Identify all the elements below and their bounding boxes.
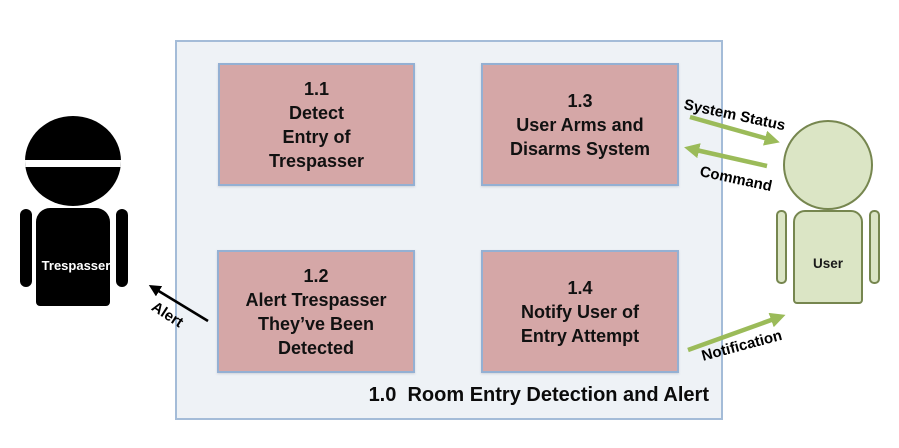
user-right-arm xyxy=(869,210,880,284)
process-box-1-1: 1.1 Detect Entry of Trespasser xyxy=(218,63,415,186)
process-box-1-4: 1.4 Notify User of Entry Attempt xyxy=(481,250,679,373)
user-label: User xyxy=(812,256,844,271)
system-title: 1.0 Room Entry Detection and Alert xyxy=(368,384,709,406)
user-body xyxy=(793,210,863,304)
trespasser-left-arm xyxy=(20,209,32,287)
trespasser-mask-stripe xyxy=(25,160,121,167)
user-head-icon xyxy=(783,120,873,210)
user-figure: User xyxy=(775,116,885,306)
trespasser-head-icon xyxy=(25,116,121,206)
user-left-arm xyxy=(776,210,787,284)
process-box-1-3: 1.3 User Arms and Disarms System xyxy=(481,63,679,186)
trespasser-label: Trespasser xyxy=(41,258,111,273)
trespasser-body xyxy=(36,208,110,306)
process-box-1-2: 1.2 Alert Trespasser They’ve Been Detect… xyxy=(217,250,415,373)
trespasser-right-arm xyxy=(116,209,128,287)
trespasser-figure: Trespasser xyxy=(18,112,134,308)
